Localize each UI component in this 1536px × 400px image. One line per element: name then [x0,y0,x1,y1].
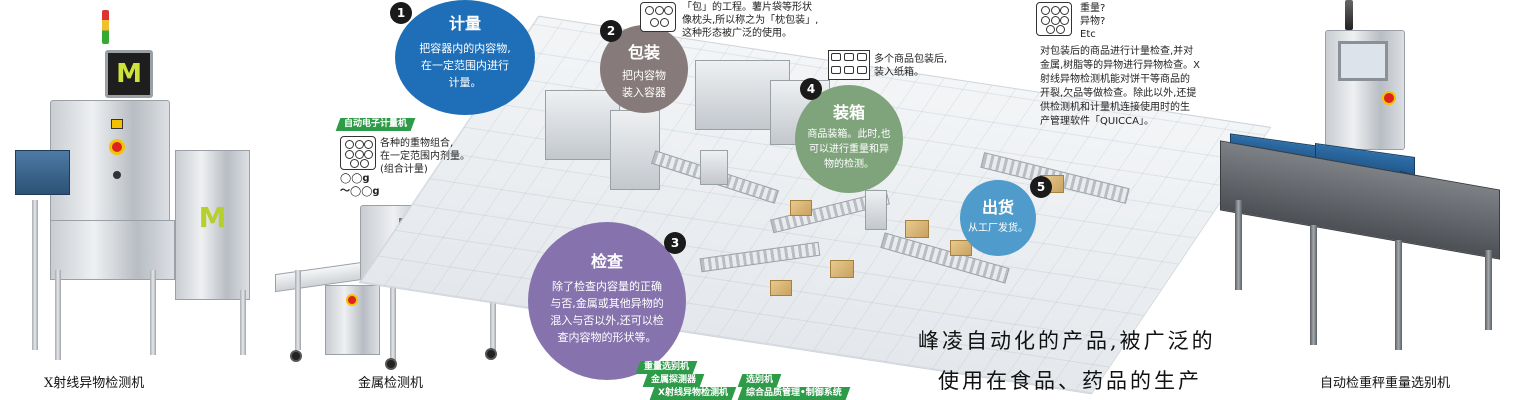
slogan-line-1: 峰凌自动化的产品,被广泛的 [918,329,1216,353]
step-weigh-number: 1 [390,2,412,24]
xray-monitor: M [105,50,153,98]
step-weigh-bubble: 计量 把容器内的内容物, 在一定范围内进行 计量。 [395,0,535,115]
checkweigher-caption: 自动检重秤重量选别机 [1320,376,1451,391]
checkweigher-machine [1215,0,1520,365]
inspection-note: 对包装后的商品进行计量检查,并对 金属,树脂等的异物进行异物检查。X 射线异物检… [1040,46,1201,127]
inline-inspector [700,150,728,185]
step-pack-text: 把内容物 装入容器 [622,69,666,99]
step-inspect-number: 3 [664,232,686,254]
pack-note: 「包」的工程。薯片袋等形状 像枕头,所以称之为「枕包装」, 这种形态被广泛的使用… [682,2,819,39]
weigh-machine-tag: 自动电子计量机 [335,118,416,131]
pillow-pack-icon [640,2,676,32]
step-ship-bubble: 出货 从工厂发货。 [960,180,1036,256]
stop-button[interactable] [346,294,358,306]
step-inspect-bubble: 检查 除了检查内容量的正确 与否,金属或其他异物的 混入与否以外,还可以检 查内… [528,222,686,380]
weigh-note: 各种的重物组合, 在一定范围内剂量。 (组合计量) [380,138,470,175]
step-box-title: 装箱 [832,103,865,122]
xray-tunnel [15,150,70,195]
bottom-tag-xray: X射线异物检测机 [649,387,737,400]
carton-box [905,220,929,238]
emergency-stop-button[interactable] [1382,91,1396,105]
inline-checkweigher [865,190,887,230]
carton-box [830,260,854,278]
metal-detector-control-box [325,285,380,355]
step-box-bubble: 装箱 商品装箱。此时,也 可以进行重量和异 物的检测。 [795,85,903,193]
checkweigher-cabinet [1325,30,1405,150]
brand-logo-screen: M [116,59,142,89]
checkweigher-screen [1338,41,1388,81]
brand-logo-side: M [198,201,227,234]
emergency-stop-button[interactable] [109,139,125,155]
signal-tower [1345,0,1353,30]
xray-caption: X射线异物检测机 [44,376,145,391]
step-pack-number: 2 [600,20,622,42]
step-box-number: 4 [800,78,822,100]
metal-detector-caption: 金属检测机 [358,376,424,391]
xray-lower-panel [50,220,175,280]
bottom-tag-quality-system: 综合品质管理•制御系统 [737,387,851,400]
step-ship-title: 出货 [981,198,1014,217]
combination-weigh-icon [340,136,376,170]
xray-machine: M M [10,10,260,365]
carton-box [790,200,812,216]
bottom-tag-metal-detector: 金属探测器 [642,374,705,387]
carton-box [770,280,792,296]
step-ship-number: 5 [1030,176,1052,198]
inspection-icon-text: 重量? 异物? Etc [1080,3,1106,40]
slogan-line-2: 使用在食品、药品的生产 [938,369,1202,393]
warning-label [111,119,123,129]
step-box-text: 商品装箱。此时,也 可以进行重量和异 物的检测。 [807,129,891,170]
carton-box [950,240,972,256]
step-weigh-text: 把容器内的内容物, 在一定范围内进行 计量。 [419,42,511,89]
key-switch[interactable] [113,171,121,179]
bottom-tag-checkweigher: 重量选别机 [635,361,698,374]
packing-machine [610,110,660,190]
bottom-tag-sorter: 选别机 [737,374,782,387]
xray-side-cabinet: M [175,150,250,300]
step-weigh-title: 计量 [448,14,481,33]
inspection-icon [1036,2,1072,36]
step-ship-text: 从工厂发货。 [968,223,1028,234]
weigh-range: ◯◯g ～◯◯g [340,173,380,197]
signal-tower [102,10,109,44]
step-inspect-text: 除了检查内容量的正确 与否,金属或其他异物的 混入与否以外,还可以检 查内容物的… [550,280,664,344]
step-inspect-title: 检查 [590,252,623,271]
carton-grid-icon [828,50,870,80]
box-note: 多个商品包装后, 装入纸箱。 [874,54,948,78]
step-pack-title: 包装 [627,43,660,62]
